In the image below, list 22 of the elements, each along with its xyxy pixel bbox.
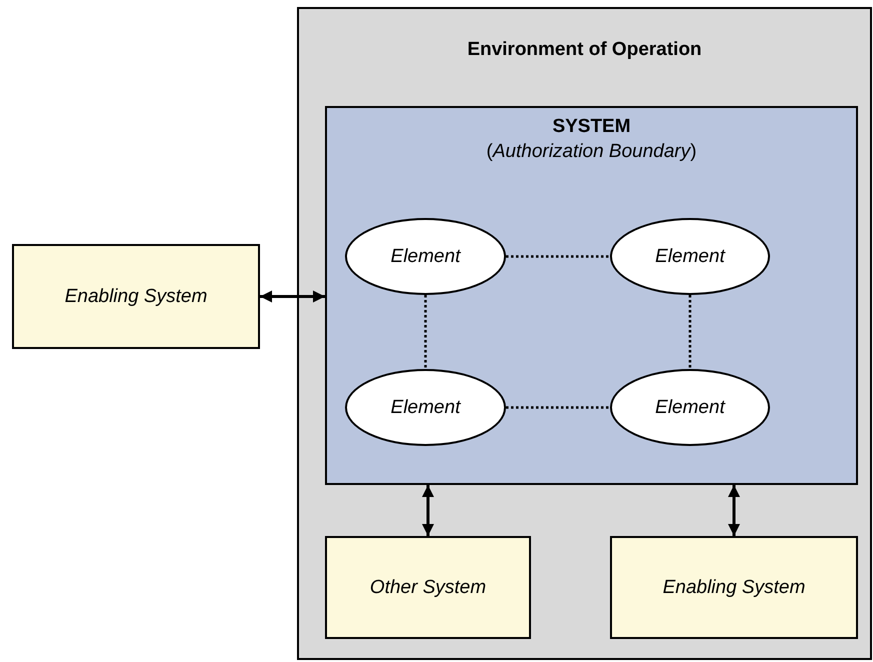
connector-line <box>688 295 692 369</box>
node-label: Enabling System <box>64 286 208 308</box>
node-label: Element <box>390 396 460 418</box>
node-label: Element <box>655 246 725 268</box>
double-arrow <box>260 290 325 302</box>
system-box <box>12 244 260 349</box>
connector-line <box>424 295 427 369</box>
system-box <box>325 536 531 639</box>
box-subheading: (Authorization Boundary) <box>485 141 698 163</box>
node-label: Element <box>390 246 460 268</box>
connector-line <box>506 255 610 258</box>
connector-line <box>506 406 610 409</box>
double-arrow <box>728 485 740 536</box>
node-label: Element <box>655 396 725 418</box>
box-heading: SYSTEM <box>551 116 632 138</box>
double-arrow <box>422 485 434 536</box>
system-boundary-box <box>325 106 858 485</box>
box-heading: Environment of Operation <box>466 39 703 61</box>
system-box <box>610 536 858 639</box>
node-label: Other System <box>370 576 486 598</box>
environment-panel <box>297 7 872 660</box>
node-label: Enabling System <box>662 576 806 598</box>
